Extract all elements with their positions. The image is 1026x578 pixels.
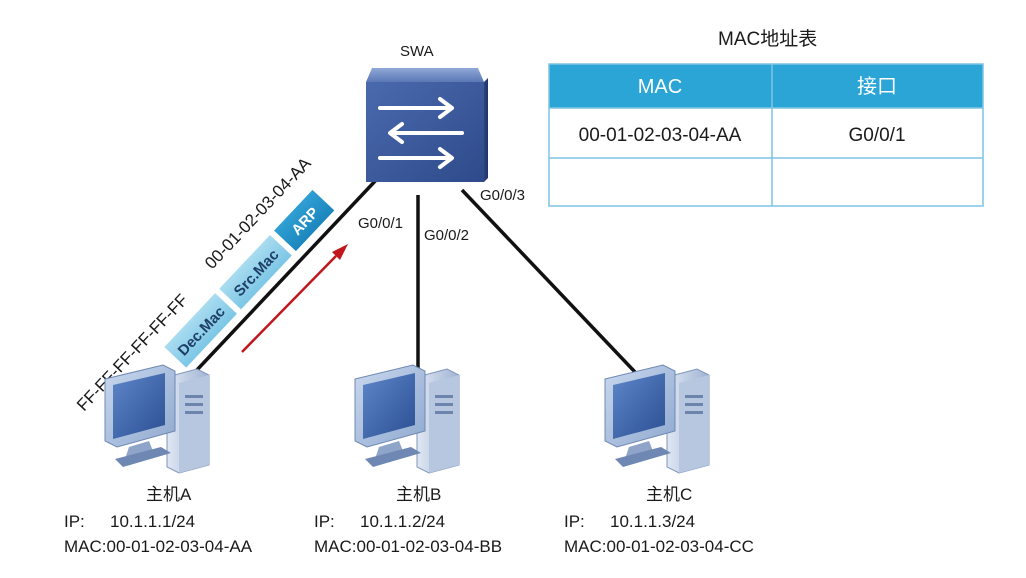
mac-table-header-mac: MAC <box>638 76 682 98</box>
mac-table-header-port: 接口 <box>857 75 897 98</box>
port-label-g002: G0/0/2 <box>424 227 469 244</box>
host-ip: 10.1.1.2/24 <box>360 512 445 531</box>
port-label-g003: G0/0/3 <box>480 187 525 204</box>
mac-table: MAC 接口 00-01-02-03-04-AA G0/0/1 <box>548 63 984 207</box>
link-c <box>460 188 637 374</box>
frame-field-src-mac <box>219 234 292 310</box>
host-name: 主机A <box>146 485 192 504</box>
host-ip: 10.1.1.1/24 <box>110 512 195 531</box>
host-computer-icon <box>354 364 460 474</box>
switch-label: SWA <box>400 43 434 60</box>
host-ip: 10.1.1.3/24 <box>610 512 695 531</box>
mac-table-cell: 00-01-02-03-04-AA <box>579 125 742 146</box>
host-name: 主机B <box>396 485 441 504</box>
switch-icon <box>366 68 488 182</box>
host-mac: MAC:00-01-02-03-04-BB <box>314 537 502 556</box>
mac-table-cell: G0/0/1 <box>848 125 905 146</box>
host-computer-icon <box>604 364 710 474</box>
host-ip-label: IP: <box>314 512 335 531</box>
host-ip-label: IP: <box>64 512 85 531</box>
link-a <box>193 176 380 374</box>
host-computer-icon <box>104 364 210 474</box>
frame-field-dest-mac <box>164 293 237 368</box>
frame-field-arp <box>274 189 335 252</box>
host-name: 主机C <box>646 485 692 504</box>
host-mac: MAC:00-01-02-03-04-CC <box>564 537 754 556</box>
mac-table-title: MAC地址表 <box>718 28 817 50</box>
host-ip-label: IP: <box>564 512 585 531</box>
frame-direction-arrow-icon <box>241 244 348 353</box>
port-label-g001: G0/0/1 <box>358 215 403 232</box>
host-mac: MAC:00-01-02-03-04-AA <box>64 537 253 556</box>
